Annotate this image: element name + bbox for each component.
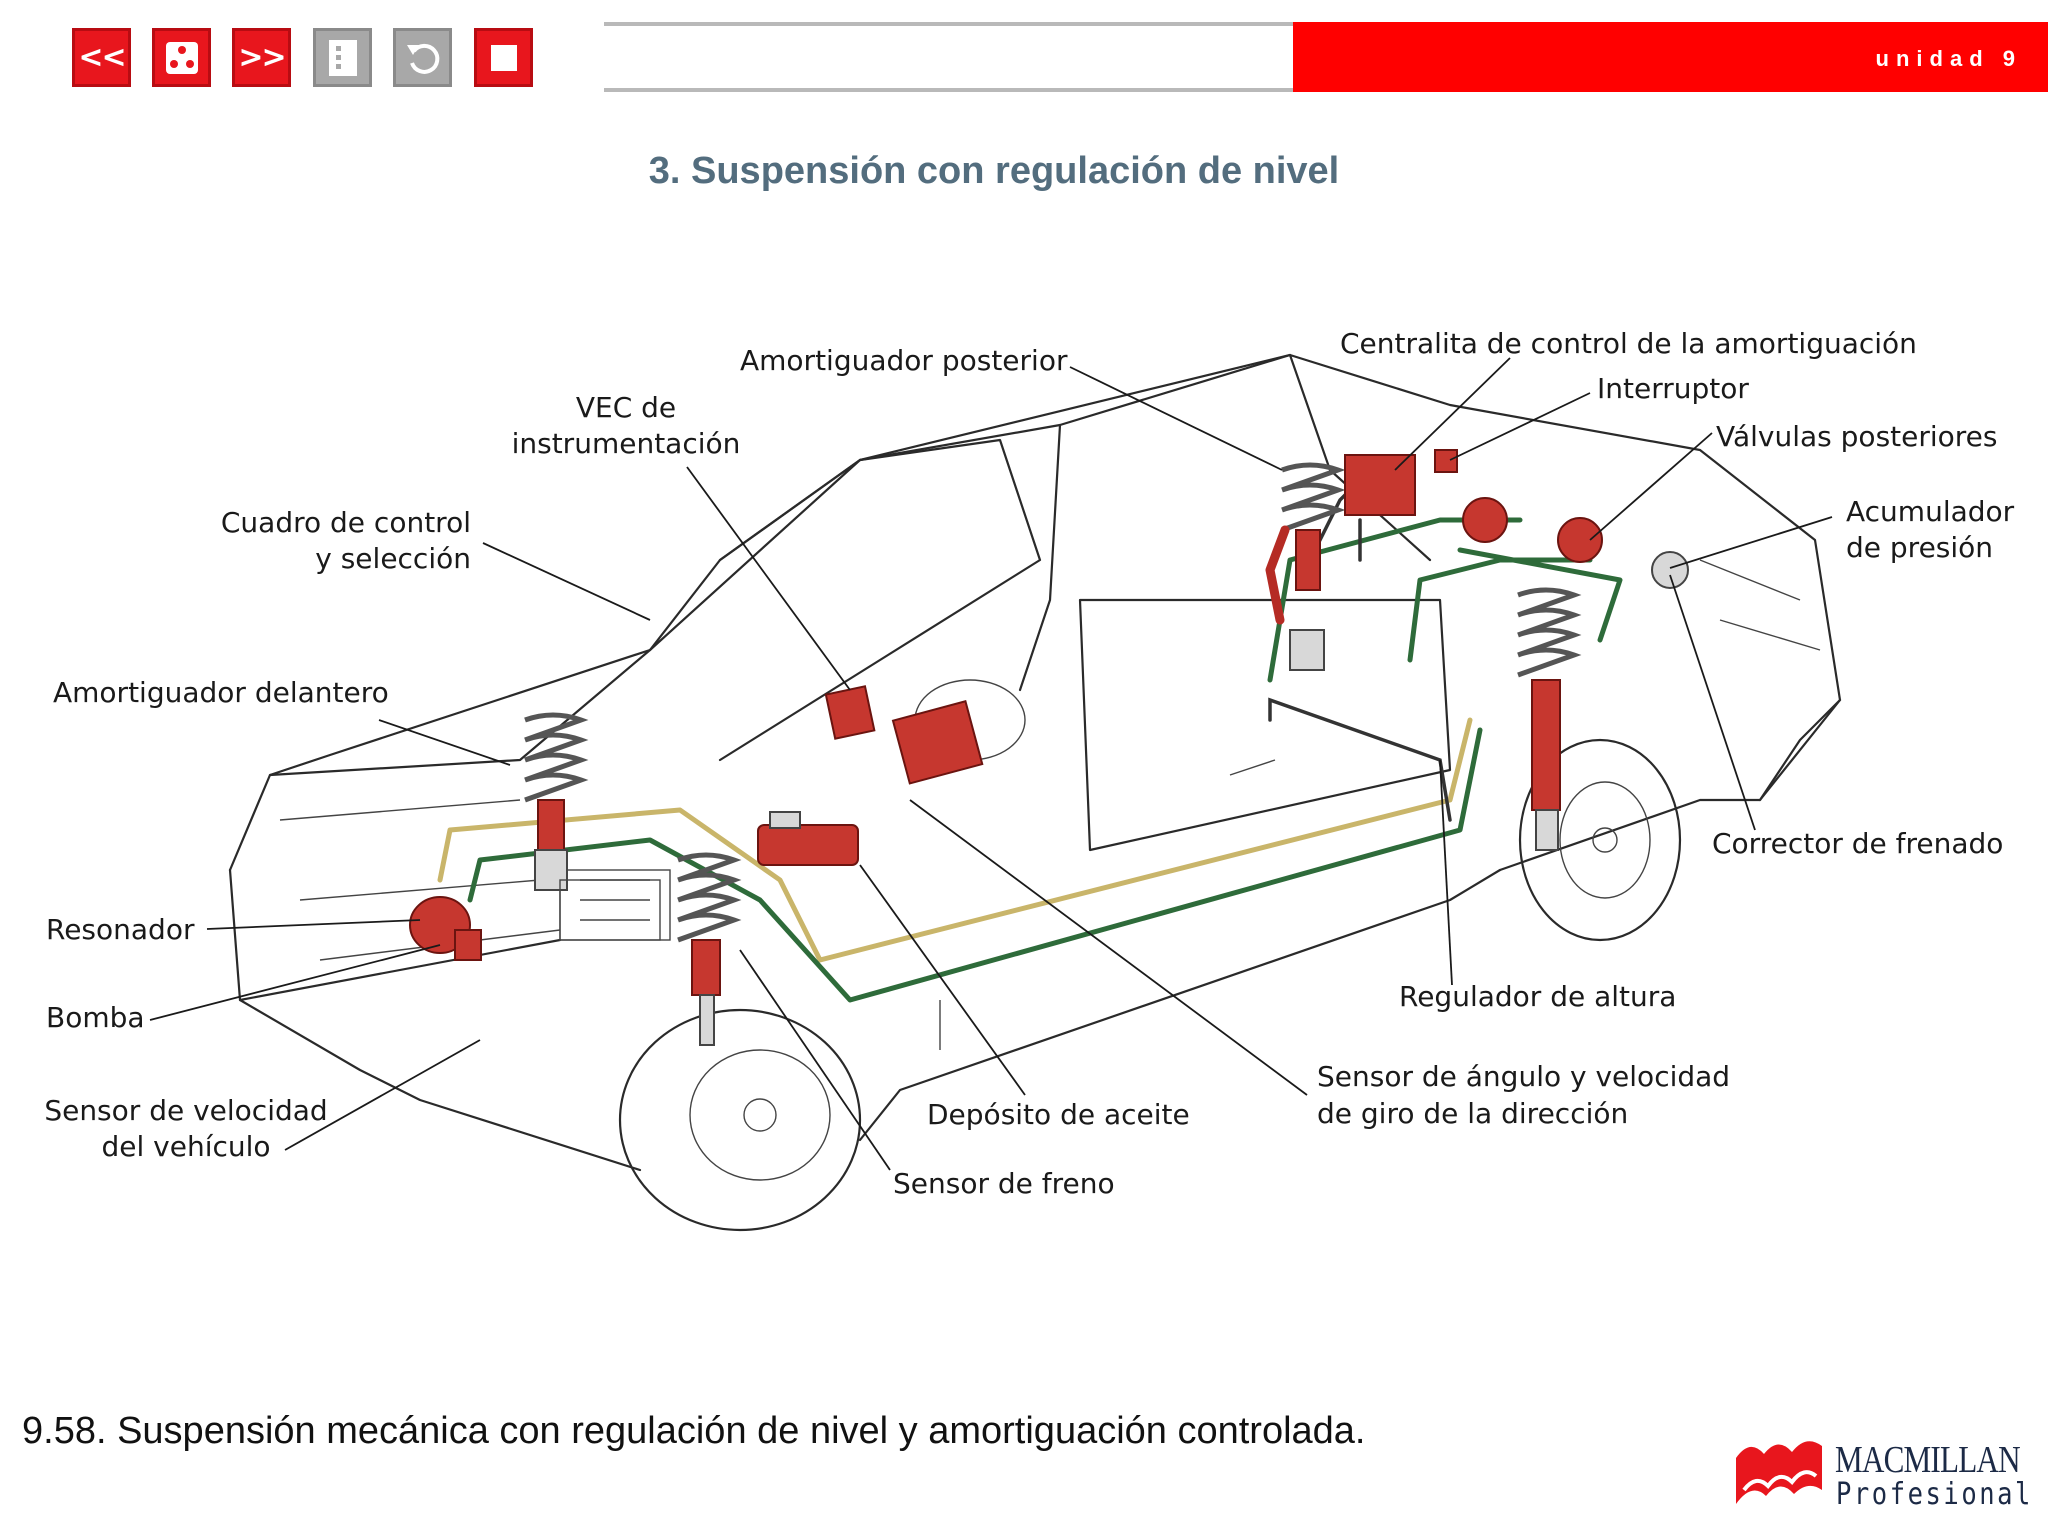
label-sensor-angulo-line2: de giro de la dirección	[1317, 1097, 1628, 1130]
previous-button[interactable]: <<	[72, 28, 131, 87]
logo-subtitle: Profesional	[1836, 1477, 2033, 1512]
header-divider-top	[604, 22, 1294, 26]
diagram-labels: Amortiguador posterior VEC de instrument…	[44, 327, 2014, 1200]
publisher-logo: MACMILLAN Profesional	[1730, 1424, 2030, 1514]
hydraulic-lines	[437, 458, 1623, 1003]
macmillan-m-icon	[1736, 1441, 1822, 1504]
label-corrector-frenado: Corrector de frenado	[1712, 827, 2003, 860]
logo-brand: MACMILLAN	[1835, 1439, 2021, 1481]
label-acumulador-line2: de presión	[1846, 531, 1993, 564]
unit-banner: unidad 9	[1293, 22, 2048, 92]
front-right-shock-absorber	[677, 852, 742, 1046]
label-amortiguador-delantero: Amortiguador delantero	[53, 676, 389, 709]
battery	[559, 879, 661, 941]
stop-square-icon	[490, 44, 517, 71]
page-title: 3. Suspensión con regulación de nivel	[0, 150, 2048, 193]
label-cuadro-line2: y selección	[315, 542, 471, 575]
menu-button[interactable]	[152, 28, 211, 87]
label-deposito-aceite: Depósito de aceite	[927, 1098, 1190, 1131]
label-acumulador-line1: Acumulador	[1846, 495, 2015, 528]
label-amortiguador-posterior: Amortiguador posterior	[740, 344, 1068, 377]
label-sensor-angulo-line1: Sensor de ángulo y velocidad	[1317, 1060, 1730, 1093]
label-bomba: Bomba	[46, 1001, 145, 1034]
label-vec-line2: instrumentación	[512, 427, 741, 460]
leader-lines	[149, 357, 1833, 1171]
suspension-diagram: Amortiguador posterior VEC de instrument…	[44, 327, 2015, 1232]
car-body-illustration	[228, 353, 1842, 1232]
front-left-shock-absorber	[524, 712, 589, 891]
label-sensor-velocidad-line1: Sensor de velocidad	[44, 1094, 327, 1127]
page-title-text: 3. Suspensión con regulación de nivel	[648, 150, 1340, 192]
pump-and-resonator	[409, 896, 482, 961]
control-unit-module	[1344, 449, 1458, 516]
back-button[interactable]	[393, 28, 452, 87]
label-centralita: Centralita de control de la amortiguació…	[1340, 327, 1917, 360]
label-resonador: Resonador	[46, 913, 195, 946]
next-button[interactable]: >>	[232, 28, 291, 87]
header-divider-bottom	[604, 88, 1294, 92]
label-interruptor: Interruptor	[1597, 372, 1749, 405]
list-dots-icon	[328, 39, 357, 76]
label-valvulas-posteriores: Válvulas posteriores	[1716, 420, 1998, 453]
rear-valves	[1462, 497, 1603, 563]
label-regulador-altura: Regulador de altura	[1399, 980, 1676, 1013]
rear-left-shock-absorber	[1265, 462, 1346, 671]
unit-label: unidad 9	[1875, 46, 2022, 71]
rear-right-shock-absorber	[1517, 587, 1582, 851]
label-cuadro-line1: Cuadro de control	[221, 506, 471, 539]
pressure-accumulator	[1651, 551, 1689, 589]
label-vec-line1: VEC de	[576, 391, 676, 424]
index-button[interactable]	[313, 28, 372, 87]
dice-dots-icon	[165, 41, 198, 74]
stop-button[interactable]	[474, 28, 533, 87]
oil-reservoir	[757, 811, 859, 866]
figure-caption: 9.58. Suspensión mecánica con regulación…	[22, 1410, 1366, 1452]
undo-arrow-icon	[406, 43, 439, 74]
instrument-ecu	[824, 685, 984, 785]
label-sensor-velocidad-line2: del vehículo	[101, 1130, 270, 1163]
label-sensor-freno: Sensor de freno	[893, 1167, 1115, 1200]
